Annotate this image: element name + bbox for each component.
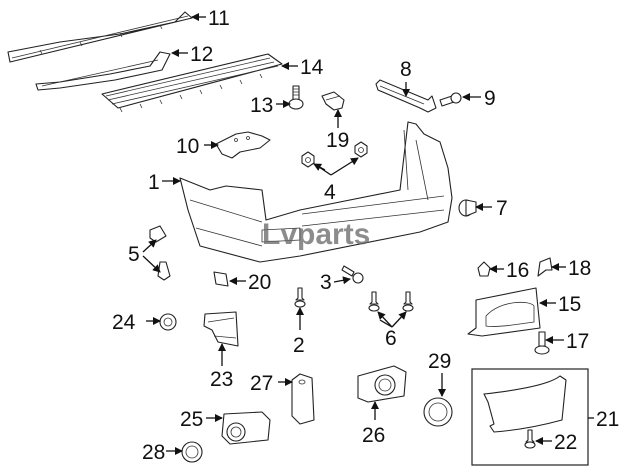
- part-9-screw[interactable]: [439, 92, 462, 107]
- part-12-absorber-strip[interactable]: [35, 51, 171, 91]
- part-13-bolt[interactable]: [288, 85, 304, 110]
- part-16-clip[interactable]: [477, 261, 491, 277]
- callout-8[interactable]: 8: [400, 58, 412, 81]
- part-5-retainer-clips[interactable]: [149, 225, 171, 281]
- callout-16[interactable]: 16: [506, 259, 529, 282]
- part-18-clip[interactable]: [537, 257, 553, 277]
- callout-6[interactable]: 6: [385, 327, 397, 350]
- part-7-grommet[interactable]: [458, 199, 477, 217]
- part-26-sensor[interactable]: [357, 365, 407, 403]
- callout-21[interactable]: 21: [596, 408, 619, 431]
- callout-11[interactable]: 11: [208, 7, 230, 30]
- leader-lines: [142, 13, 594, 455]
- part-3-bolt[interactable]: [341, 265, 364, 284]
- callout-20[interactable]: 20: [248, 271, 271, 294]
- part-20-pad[interactable]: [213, 271, 229, 287]
- callout-25[interactable]: 25: [180, 408, 203, 431]
- callout-5[interactable]: 5: [128, 243, 140, 266]
- callout-15[interactable]: 15: [558, 293, 581, 316]
- watermark: Lvparts: [262, 218, 370, 251]
- callout-24[interactable]: 24: [112, 311, 136, 334]
- callout-18[interactable]: 18: [568, 257, 591, 280]
- callout-28[interactable]: 28: [142, 441, 165, 464]
- callout-10[interactable]: 10: [176, 135, 199, 158]
- part-2-push-clip[interactable]: [294, 287, 306, 308]
- callout-4[interactable]: 4: [324, 181, 336, 204]
- callout-26[interactable]: 26: [362, 424, 385, 447]
- part-24-plug[interactable]: [159, 313, 177, 331]
- part-1-bumper-cover[interactable]: [179, 121, 453, 263]
- part-15-reflector-housing[interactable]: [467, 287, 541, 337]
- callout-3[interactable]: 3: [320, 271, 332, 294]
- callout-29[interactable]: 29: [428, 350, 451, 373]
- part-21-kit-box: [471, 368, 589, 466]
- callout-19[interactable]: 19: [326, 129, 349, 152]
- part-21-molding[interactable]: [483, 375, 567, 433]
- callout-7[interactable]: 7: [496, 197, 508, 220]
- callout-14[interactable]: 14: [300, 56, 324, 79]
- part-22-clip[interactable]: [524, 429, 536, 449]
- part-10-center-bracket[interactable]: [215, 131, 271, 159]
- callout-13[interactable]: 13: [250, 94, 273, 117]
- callout-23[interactable]: 23: [210, 368, 233, 391]
- part-6-push-clips[interactable]: [368, 291, 414, 312]
- part-27-sensor-bracket[interactable]: [291, 373, 315, 425]
- callout-17[interactable]: 17: [566, 330, 589, 353]
- part-28-sensor-ring[interactable]: [181, 441, 203, 463]
- part-19-retainer[interactable]: [321, 91, 345, 111]
- callout-12[interactable]: 12: [190, 43, 213, 66]
- part-25-sensor[interactable]: [221, 411, 271, 445]
- callout-2[interactable]: 2: [293, 334, 305, 357]
- callout-22[interactable]: 22: [554, 431, 577, 454]
- part-17-bolt[interactable]: [534, 331, 550, 355]
- part-23-splash-shield[interactable]: [203, 311, 239, 347]
- part-4-nuts[interactable]: [301, 141, 368, 168]
- part-29-sensor-ring[interactable]: [423, 397, 453, 427]
- part-11-upper-reinforcement[interactable]: [7, 11, 193, 63]
- callout-9[interactable]: 9: [484, 87, 496, 110]
- part-14-step-pad[interactable]: [101, 53, 283, 113]
- callout-27[interactable]: 27: [250, 372, 273, 395]
- callout-1[interactable]: 1: [148, 171, 160, 194]
